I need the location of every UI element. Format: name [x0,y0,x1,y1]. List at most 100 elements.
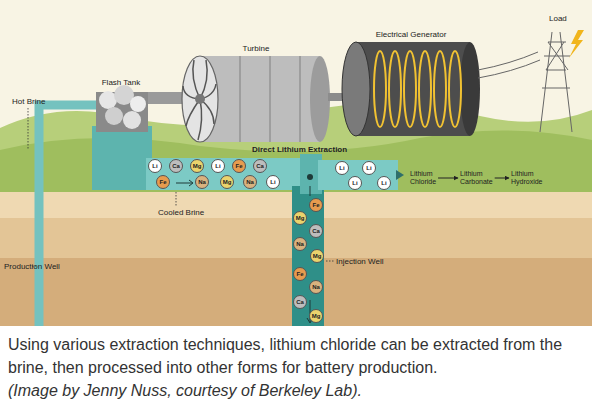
ion-circle: Li [377,176,391,190]
ion-circle: Mg [220,175,234,189]
electrical-generator-part-part [434,51,446,127]
ion-circle: Li [362,161,376,175]
process-arrow [438,178,458,179]
power-line-part [540,32,572,132]
ion-circle: Mg [293,211,307,225]
ion-circle: Li [148,159,162,173]
electrical-generator-part-part [374,51,386,127]
production-well-label: Production Well [4,262,60,271]
pipes-part [396,170,404,180]
ion-circle: Li [348,176,362,190]
ion-circle: Na [293,237,307,251]
ion-symbol: Fe [312,202,319,208]
ion-circle: Na [195,175,209,189]
hot-brine-label: Hot Brine [12,97,45,106]
turbine [182,56,330,142]
ion-symbol: Fe [159,179,166,185]
leader-lines-part [176,192,177,206]
ion-circle: Fe [293,267,307,281]
leader-lines-part [28,108,29,150]
turbine-part-part [193,60,200,99]
figure-caption: Using various extraction techniques, lit… [8,333,586,379]
ion-circle: Na [309,280,323,294]
ion-circle: Li [266,175,280,189]
pipes-part [146,158,312,190]
ion-symbol: Na [246,179,254,185]
pipes-part [92,126,152,190]
ion-symbol: Fe [296,271,303,277]
electrical-generator-part [460,42,480,136]
electrical-generator-part-part [419,51,431,127]
flash-tank: Flash Tank [92,90,150,132]
flash-tank-part [130,96,146,112]
turbine-part-part [240,56,300,142]
ion-circle: Li [335,161,349,175]
landscape [0,0,592,326]
ion-symbol: Mg [223,179,232,185]
pipes-part [318,160,398,190]
cooled-brine-label: Cooled Brine [158,208,204,217]
pipes-part [310,186,311,196]
ion-symbol: Mg [312,313,321,319]
power-line-part [478,52,538,70]
ion-symbol: Fe [235,163,242,169]
turbine-part [182,56,218,142]
ion-symbol: Li [352,180,357,186]
component-label: Electrical Generator [326,30,496,42]
turbine: Turbine [190,56,322,142]
product-label: Lithium Hydroxide [511,170,543,186]
ion-symbol: Li [152,163,157,169]
ion-circle: Fe [156,175,170,189]
turbine-part [310,56,330,142]
ion-circle: Mg [190,159,204,173]
leader-lines [28,108,334,266]
ion-symbol: Li [270,179,275,185]
ion-circle: Fe [309,198,323,212]
ion-symbol: Mg [313,253,322,259]
landscape-part [0,0,592,326]
pipes-part [292,186,324,326]
flash-tank-part [105,107,123,125]
turbine-part [183,60,216,140]
image-credit: (Image by Jenny Nuss, courtesy of Berkel… [8,379,362,402]
flash-tank [96,85,148,132]
ion-symbol: Li [215,163,220,169]
flash-tank-part [123,111,141,129]
lightning-bolt [569,30,584,58]
product-label: Lithium Chloride [410,170,436,186]
ion-symbol: Na [312,284,320,290]
chemical-name: Lithium Hydroxide [511,170,543,186]
ion-symbol: Mg [193,163,202,169]
ion-circle: Ca [253,159,267,173]
pipes-part [39,105,96,326]
ion-circle: Ca [293,295,307,309]
ion-circle: Na [243,175,257,189]
ion-symbol: Li [381,180,386,186]
ion-circle: Mg [309,309,323,323]
chemical-name: Lithium Carbonate [460,170,493,186]
load-label: Load [549,14,567,23]
ion-symbol: Li [366,165,371,171]
component-label: Turbine [170,44,342,56]
ion-circle: Ca [169,159,183,173]
ion-symbol: Na [296,241,304,247]
electrical-generator-part-part [449,51,461,127]
power-line [478,32,572,132]
electrical-generator-part [374,51,461,127]
leader-lines-part [326,261,334,262]
electrical-generator-part-part [389,51,401,127]
electrical-generator-part-part [404,51,416,127]
process-label: Direct Lithium Extraction [252,145,347,154]
ion-circle: Fe [232,159,246,173]
ion-circle: Ca [309,224,323,238]
electrical-generator-part [356,42,470,136]
ion-circle: Li [211,159,225,173]
component-label: Flash Tank [72,78,170,90]
pipes-part [176,180,193,186]
process-arrow [495,178,509,179]
ion-symbol: Ca [256,163,264,169]
ion-circle: Mg [310,249,324,263]
turbine-part [195,94,205,104]
ion-symbol: Ca [312,228,320,234]
product-label: Lithium Carbonate [460,170,493,186]
